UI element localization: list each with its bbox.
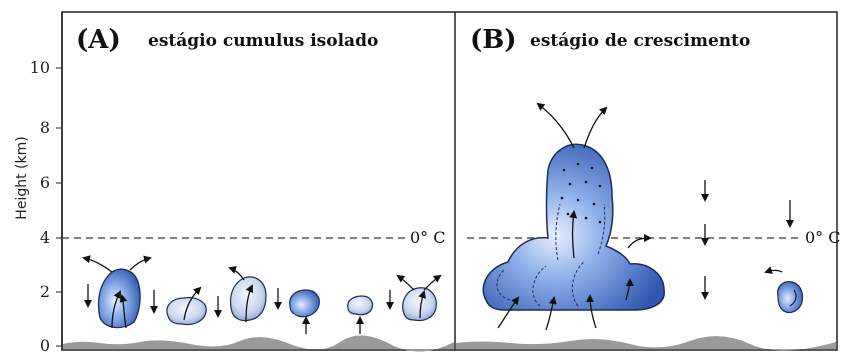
cumulus-cloud-2	[166, 286, 207, 326]
tick-label-10: 10	[30, 58, 50, 77]
panel-b-letter: (B)	[470, 25, 517, 55]
towering-cumulus-cloud	[482, 102, 665, 331]
panel-a-title: estágio cumulus isolado	[148, 31, 378, 51]
cumulus-cloud-4	[289, 289, 320, 334]
panel-a-letter: (A)	[76, 25, 121, 55]
freezing-label-a: 0° C	[410, 228, 446, 247]
cumulus-cloud-3	[228, 266, 267, 323]
panel-b-title: estágio de crescimento	[530, 31, 750, 51]
tick-label-2: 2	[40, 282, 50, 301]
cumulus-cloud-6	[396, 274, 442, 322]
tick-label-0: 0	[40, 336, 50, 354]
cumulus-cloud-5	[347, 295, 374, 334]
tick-label-4: 4	[40, 228, 50, 247]
tick-label-8: 8	[40, 118, 50, 137]
cumulus-cloud-1	[82, 255, 152, 329]
y-axis: 0 2 4 6 8 10 Height (km)	[14, 12, 63, 354]
small-cloud-b	[764, 266, 804, 314]
tick-label-6: 6	[40, 173, 50, 192]
ground-b	[456, 336, 836, 351]
freezing-label-b: 0° C	[805, 228, 841, 247]
ground-a	[63, 335, 454, 352]
y-axis-label: Height (km)	[14, 136, 30, 219]
